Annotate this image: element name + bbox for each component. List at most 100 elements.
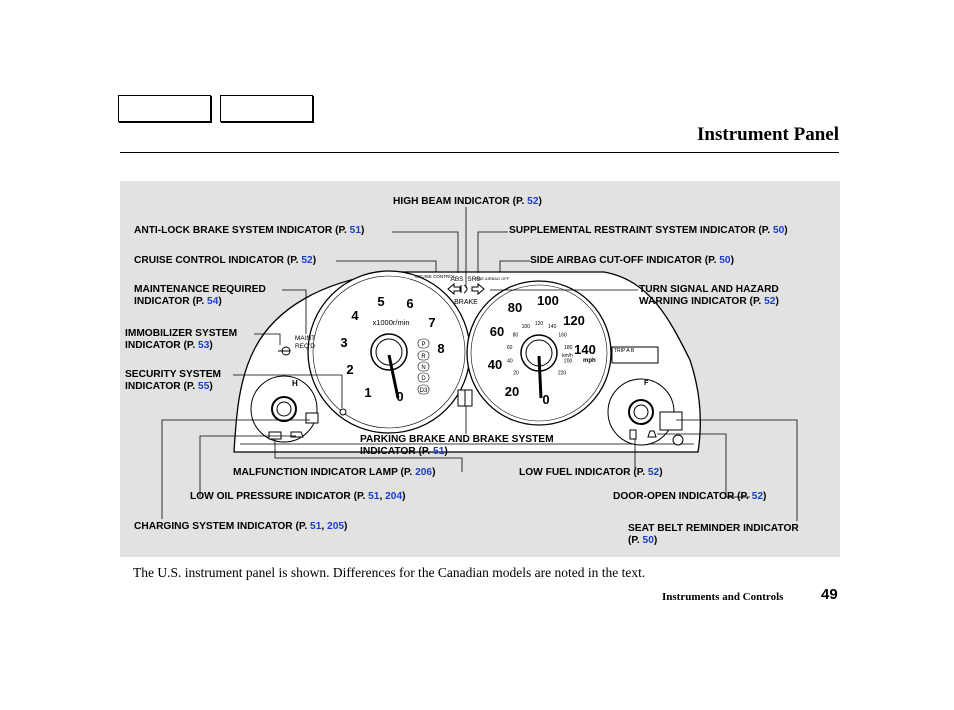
label-line: SEAT BELT REMINDER INDICATOR	[628, 523, 799, 534]
tach-numeral: 7	[428, 315, 435, 330]
label-line: MAINTENANCE REQUIRED	[134, 284, 266, 295]
fuel-f-label: F	[644, 380, 649, 387]
gear-letter: D	[421, 376, 426, 382]
turn-left-arrow-icon	[447, 282, 461, 296]
label-text: INDICATOR (P.	[360, 446, 434, 457]
speed-kmh-numeral: 40	[507, 358, 513, 364]
label-cruise: CRUISE CONTROL INDICATOR (P. 52)	[134, 255, 316, 267]
label-oil-pressure: LOW OIL PRESSURE INDICATOR (P. 51, 204)	[190, 491, 406, 503]
page-link[interactable]: 50	[719, 255, 731, 266]
door-open-icon	[672, 434, 684, 446]
gear-letter: R	[421, 354, 426, 360]
page-link[interactable]: 52	[301, 255, 313, 266]
label-text: INDICATOR (P.	[134, 296, 208, 307]
label-text: (P.	[628, 535, 643, 546]
nav-button-1[interactable]	[118, 95, 211, 122]
label-charging: CHARGING SYSTEM INDICATOR (P. 51, 205)	[134, 521, 347, 533]
label-close: )	[209, 381, 213, 392]
mil-engine-icon	[268, 431, 282, 440]
speed-mph-numeral: 40	[488, 357, 502, 372]
label-side-airbag: SIDE AIRBAG CUT-OFF INDICATOR (P. 50)	[530, 255, 734, 267]
page-link[interactable]: 50	[642, 535, 654, 546]
page-link[interactable]: 205	[327, 521, 345, 532]
label-text: LOW OIL PRESSURE INDICATOR (P.	[190, 491, 369, 502]
label-text: CHARGING SYSTEM INDICATOR (P.	[134, 521, 311, 532]
tach-numeral: 0	[396, 389, 403, 404]
gear-letter: N	[421, 365, 425, 371]
abs-text: ABS	[450, 276, 464, 283]
mph-unit-text: mph	[583, 358, 596, 364]
gear-letter: P	[421, 342, 425, 348]
speed-mph-numeral: 20	[505, 384, 519, 399]
tach-numeral: 8	[437, 341, 444, 356]
label-srs: SUPPLEMENTAL RESTRAINT SYSTEM INDICATOR …	[509, 225, 788, 237]
label-text: CRUISE CONTROL INDICATOR (P.	[134, 255, 302, 266]
speed-mph-numeral: 0	[542, 392, 549, 407]
label-abs: ANTI-LOCK BRAKE SYSTEM INDICATOR (P. 51)	[134, 225, 364, 237]
label-close: )	[763, 491, 767, 502]
temp-h-label: H	[292, 379, 298, 388]
page-link[interactable]: 51	[349, 225, 361, 236]
odometer-display	[611, 346, 659, 364]
speed-kmh-numeral: 140	[548, 324, 557, 330]
speed-kmh-numeral: 60	[507, 345, 513, 351]
label-close: )	[730, 255, 734, 266]
tach-numeral: 3	[340, 335, 347, 350]
label-close: )	[775, 296, 779, 307]
cruise-control-text: CRUISE CONTROL	[415, 274, 456, 279]
page-link[interactable]: 51	[368, 491, 380, 502]
page-link[interactable]: 52	[527, 196, 539, 207]
page-link[interactable]: 52	[751, 491, 764, 502]
page-link[interactable]: 51	[310, 521, 322, 532]
side-airbag-text: SIDE AIRBAG OFF	[475, 276, 510, 281]
page-title: Instrument Panel	[697, 124, 839, 145]
kmh-unit-text: km/h	[562, 353, 573, 359]
label-sep: ,	[379, 491, 386, 502]
maint-text-2: REQ'D	[295, 343, 315, 350]
label-text: ANTI-LOCK BRAKE SYSTEM INDICATOR (P.	[134, 225, 350, 236]
page-link[interactable]: 55	[198, 381, 210, 392]
page-number: 49	[821, 586, 838, 603]
label-close: )	[218, 296, 222, 307]
page-link[interactable]: 51	[433, 446, 445, 457]
page-link[interactable]: 54	[207, 296, 219, 307]
label-text: LOW FUEL INDICATOR (P.	[519, 467, 648, 478]
trip-text: TRIP A B	[614, 348, 635, 354]
label-line: PARKING BRAKE AND BRAKE SYSTEM	[360, 434, 554, 445]
security-indicator-icon	[339, 408, 347, 416]
nav-button-2[interactable]	[220, 95, 313, 122]
label-parking-brake: PARKING BRAKE AND BRAKE SYSTEM INDICATOR…	[360, 434, 554, 458]
speed-mph-numeral: 140	[574, 342, 596, 357]
tach-numeral: 1	[364, 385, 371, 400]
label-text: SIDE AIRBAG CUT-OFF INDICATOR (P.	[530, 255, 720, 266]
gear-letter: D3	[420, 388, 428, 394]
label-maintenance: MAINTENANCE REQUIRED INDICATOR (P. 54)	[134, 284, 266, 308]
page-link[interactable]: 52	[764, 296, 776, 307]
label-low-fuel: LOW FUEL INDICATOR (P. 52)	[519, 467, 663, 479]
label-close: )	[402, 491, 406, 502]
speed-mph-numeral: 100	[537, 293, 559, 308]
seatbelt-icon	[647, 430, 657, 438]
page-link[interactable]: 206	[415, 467, 433, 478]
label-close: )	[444, 446, 448, 457]
speed-kmh-numeral: 200	[564, 358, 573, 364]
page-link[interactable]: 52	[647, 467, 660, 478]
label-text: DOOR-OPEN INDICATOR (P.	[613, 491, 752, 502]
speed-mph-numeral: 60	[490, 324, 504, 339]
label-security: SECURITY SYSTEM INDICATOR (P. 55)	[125, 369, 221, 393]
label-text: INDICATOR (P.	[125, 381, 199, 392]
speed-mph-numeral: 120	[563, 313, 585, 328]
immobilizer-key-icon	[278, 346, 291, 356]
label-turn-signal: TURN SIGNAL AND HAZARD WARNING INDICATOR…	[639, 284, 779, 308]
low-fuel-icon	[629, 429, 637, 440]
page-link[interactable]: 50	[772, 225, 785, 236]
label-sep: ,	[321, 521, 328, 532]
tach-unit-text: x1000r/min	[372, 318, 409, 327]
page-link[interactable]: 53	[198, 340, 210, 351]
label-text: INDICATOR (P.	[125, 340, 199, 351]
label-text: HIGH BEAM INDICATOR (P.	[393, 196, 528, 207]
page-link[interactable]: 204	[385, 491, 403, 502]
gear-indicator-box	[417, 384, 430, 395]
brake-text: BRAKE	[454, 299, 478, 306]
